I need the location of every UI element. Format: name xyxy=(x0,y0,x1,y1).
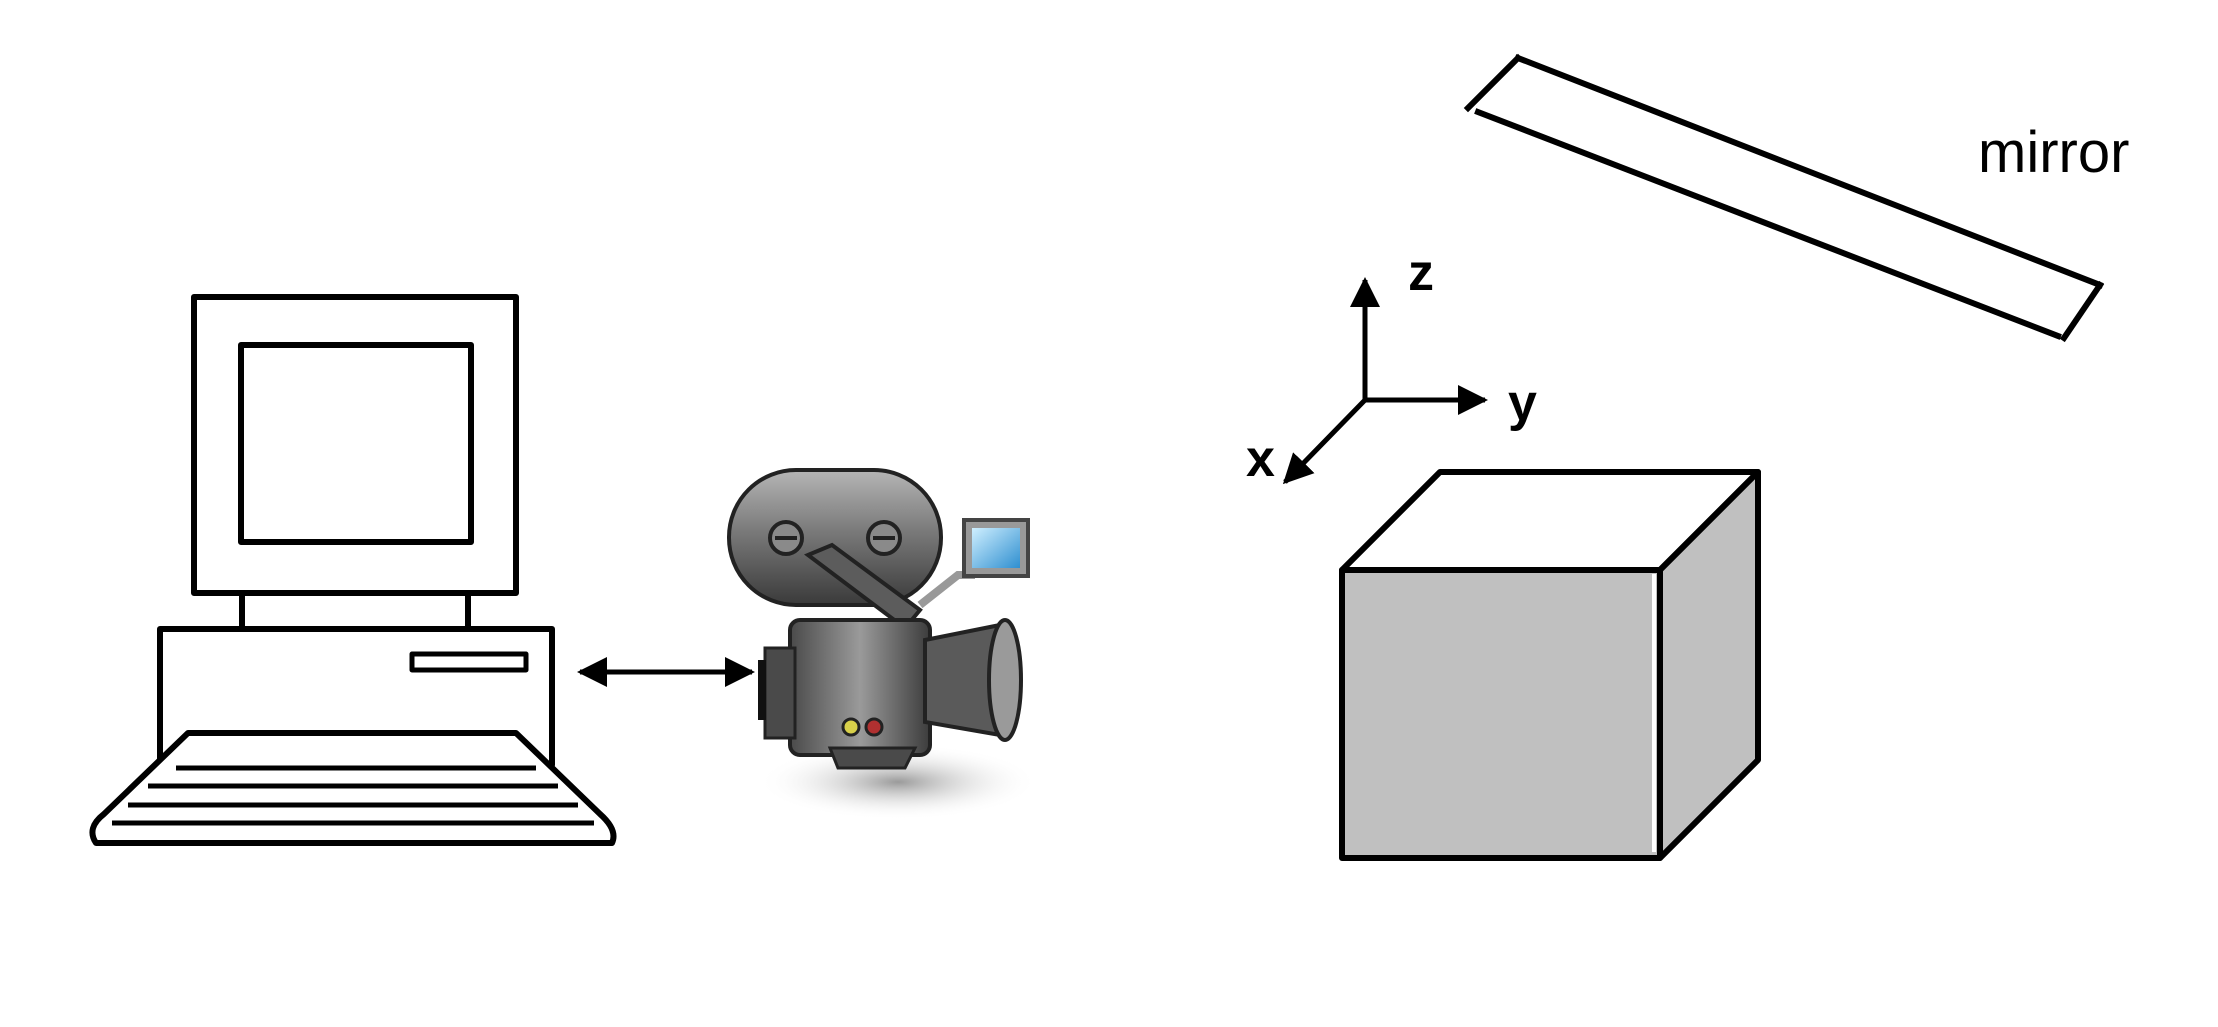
mirror-label: mirror xyxy=(1978,120,2129,185)
x-axis-label: x xyxy=(1246,430,1275,488)
z-axis-label: z xyxy=(1408,244,1434,302)
monitor-stand xyxy=(239,590,471,632)
y-axis-label: y xyxy=(1508,374,1537,432)
keyboard-keys xyxy=(112,765,594,826)
camera-button-red xyxy=(864,717,884,737)
camera-reel-housing xyxy=(727,468,943,607)
camera-shadow xyxy=(758,744,1038,820)
video-camera-icon xyxy=(727,468,1038,820)
cube-object xyxy=(1339,469,1761,861)
desktop-computer-icon xyxy=(89,294,617,846)
monitor-screen xyxy=(238,342,474,545)
disk-drive-slot xyxy=(409,651,529,673)
mirror-plate xyxy=(1463,53,2105,343)
camera-body xyxy=(788,618,932,757)
camera-arm xyxy=(804,542,923,631)
coordinate-axes xyxy=(1282,277,1488,485)
camera-button-yellow xyxy=(841,717,861,737)
x-axis xyxy=(1282,398,1367,485)
cube-front-face xyxy=(1339,567,1663,861)
